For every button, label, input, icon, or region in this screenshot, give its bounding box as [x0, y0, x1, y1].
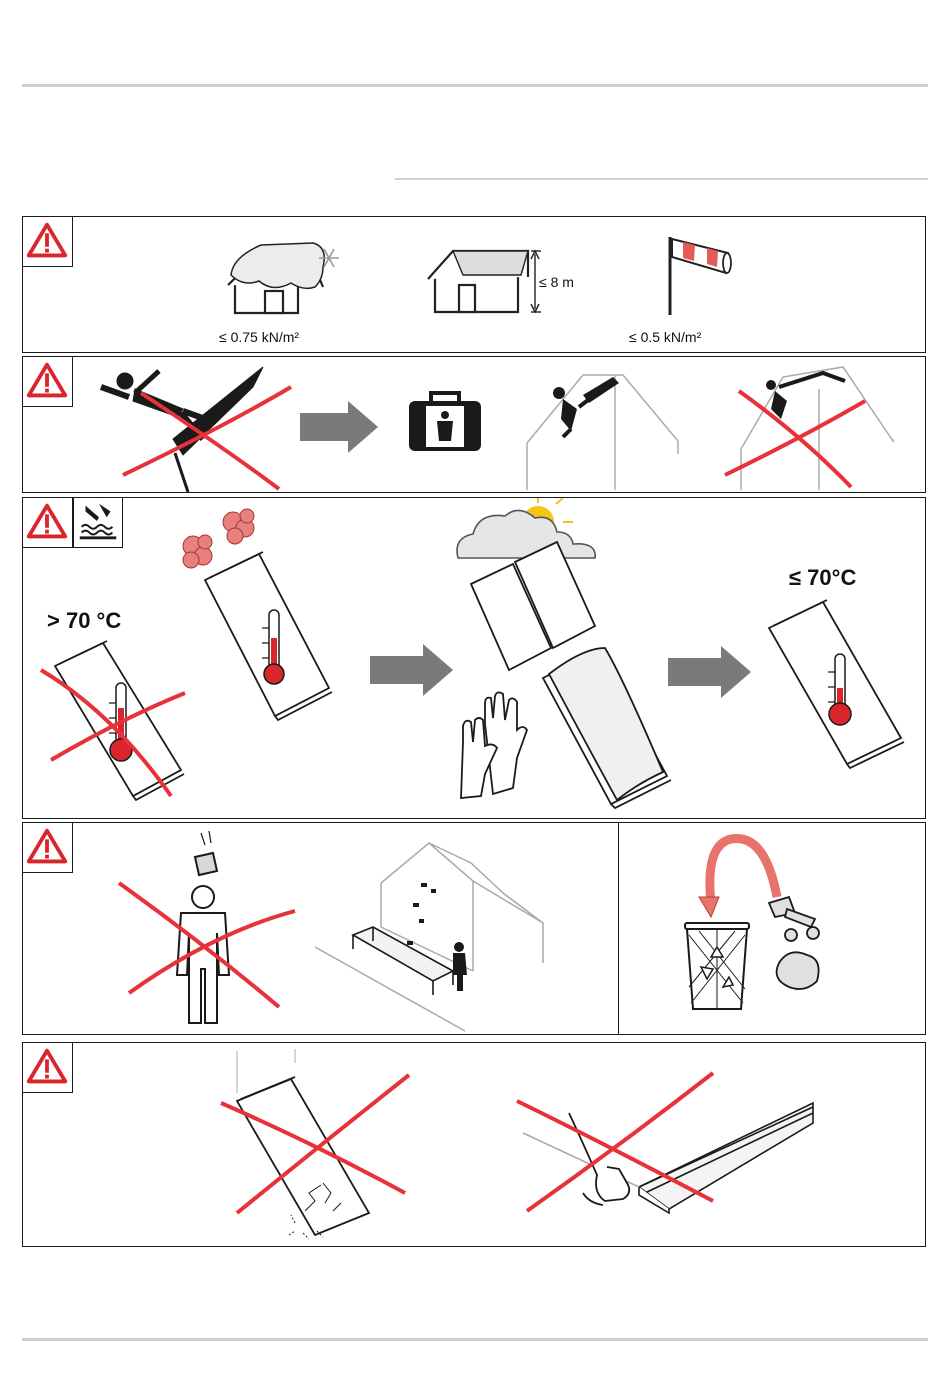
snow-roof-house: [228, 243, 324, 313]
panel-fall-protection: [22, 356, 926, 493]
safe-temp-label: ≤ 70°C: [789, 565, 856, 591]
recycle-bin-icon: [685, 923, 749, 1009]
barricaded-house: [315, 843, 543, 1031]
safety-kit-icon: [409, 393, 481, 451]
steam-cloud: [183, 509, 254, 568]
unsecured-worker: [766, 373, 845, 419]
curved-arrow-icon: [710, 838, 777, 903]
arrow-right-icon: [370, 644, 453, 696]
panel-hot-surface: > 70 °C ≤ 70°C: [22, 497, 926, 819]
standing-person: [177, 831, 229, 1023]
disposal-illustration: [619, 823, 927, 1036]
waste-parts: [769, 897, 819, 989]
wind-load-label: ≤ 0.5 kN/m²: [629, 329, 701, 345]
debris: [407, 883, 436, 945]
cloud-icon: [457, 510, 595, 558]
bottom-rule: [22, 1338, 928, 1341]
panel-load-limits: ≤ 0.75 kN/m² ≤ 8 m ≤ 0.5 kN/m²: [22, 216, 926, 353]
covered-collector: [543, 648, 671, 808]
arrow-right-icon: [668, 646, 751, 698]
gloves-icon: [461, 692, 527, 798]
height-limit-label: ≤ 8 m: [539, 274, 574, 290]
falling-objects-illustration: [23, 823, 620, 1036]
arrow-right-icon: [300, 401, 378, 453]
windsock-icon: [670, 237, 731, 315]
top-rule: [22, 84, 928, 87]
fall-protection-illustration: [23, 357, 927, 494]
worker-at-barrier: [453, 942, 467, 991]
panel-handling: [22, 1042, 926, 1247]
snow-load-label: ≤ 0.75 kN/m²: [219, 329, 299, 345]
harnessed-worker: [553, 377, 619, 437]
collector-edge: [523, 1103, 813, 1213]
load-limits-illustration: [23, 217, 927, 354]
shaded-collector: [471, 542, 595, 670]
height-house: [428, 251, 541, 312]
panel-disposal: [618, 822, 926, 1035]
hot-surface-illustration: [23, 498, 927, 820]
handling-illustration: [23, 1043, 927, 1248]
header-subrule: [395, 178, 928, 180]
hot-temp-label: > 70 °C: [47, 608, 121, 634]
panel-falling-objects: [22, 822, 619, 1035]
